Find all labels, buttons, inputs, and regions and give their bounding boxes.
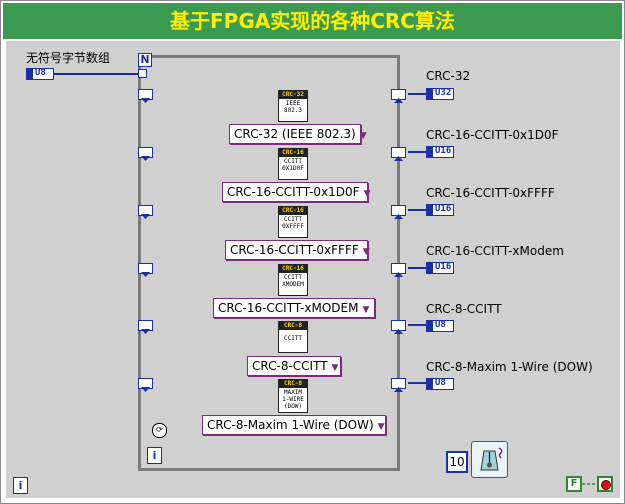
shift-register-left-5 [138,320,153,334]
wait-ms-constant[interactable]: 10 [446,451,468,473]
shift-register-left-4 [138,263,153,277]
output-terminal-4[interactable]: U16 [426,262,454,274]
page-title: 基于FPGA实现的各种CRC算法 [170,9,455,33]
crc-type-ring-6[interactable]: CRC-8-Maxim 1-Wire (DOW)▼ [202,415,386,435]
crc-type-ring-5[interactable]: CRC-8-CCITT▼ [247,356,341,376]
crc-type-ring-1[interactable]: CRC-32 (IEEE 802.3)▼ [229,124,367,144]
output-label-2: CRC-16-CCITT-0x1D0F [426,128,559,142]
output-terminal-1[interactable]: U32 [426,88,454,100]
input-terminal[interactable]: U8 [26,68,54,80]
output-terminal-3[interactable]: U16 [426,204,454,216]
shift-register-left-1 [138,89,153,103]
shift-register-right-4 [391,263,406,277]
shift-register-right-6 [391,378,406,392]
crc-subvi-1-header: CRC-32 [279,91,307,99]
shift-register-right-2 [391,147,406,161]
shift-register-left-2 [138,147,153,161]
crc-subvi-1-line1: IEEE [285,100,301,107]
wait-timer-icon[interactable] [471,441,508,478]
chevron-down-icon: ▼ [359,131,367,141]
output-label-4: CRC-16-CCITT-xModem [426,244,564,258]
title-bar: 基于FPGA实现的各种CRC算法 [3,3,622,39]
for-loop[interactable] [138,55,400,471]
output-label-6: CRC-8-Maxim 1-Wire (DOW) [426,360,593,374]
crc-subvi-1-line2: 802.3 [283,107,303,114]
output-terminal-2[interactable]: U16 [426,146,454,158]
loop-index-terminal: i [147,447,162,464]
constant-icon[interactable]: ⟳ [152,423,167,438]
chevron-down-icon: ▼ [363,189,371,199]
crc-type-ring-4[interactable]: CRC-16-CCITT-xMODEM▼ [213,298,375,318]
crc-subvi-5[interactable]: CRC-8 CCITT [278,321,308,353]
loop-count-terminal[interactable]: N [138,53,152,67]
shift-register-right-5 [391,320,406,334]
input-type-badge: U8 [35,68,46,78]
auto-index-tunnel [138,69,147,78]
false-constant[interactable]: F [566,476,582,492]
shift-register-left-3 [138,205,153,219]
output-label-1: CRC-32 [426,69,471,83]
outer-loop-index: i [13,477,28,494]
shift-register-right-3 [391,205,406,219]
crc-type-ring-1-value: CRC-32 (IEEE 802.3) [234,127,356,141]
output-terminal-6[interactable]: U8 [426,378,454,390]
chevron-down-icon: ▼ [362,247,370,257]
stop-terminal-icon[interactable] [597,476,613,492]
output-label-3: CRC-16-CCITT-0xFFFF [426,186,555,200]
chevron-down-icon: ▼ [331,363,339,373]
shift-register-left-6 [138,378,153,392]
right-wires [408,93,426,384]
crc-type-ring-2[interactable]: CRC-16-CCITT-0x1D0F▼ [222,182,371,202]
output-terminal-5[interactable]: U8 [426,320,454,332]
output-label-5: CRC-8-CCITT [426,302,502,316]
chevron-down-icon: ▼ [362,305,370,315]
chevron-down-icon: ▼ [377,422,385,432]
crc-type-ring-3[interactable]: CRC-16-CCITT-0xFFFF▼ [225,240,370,260]
input-label: 无符号字节数组 [26,51,111,65]
shift-register-right-1 [391,89,406,103]
